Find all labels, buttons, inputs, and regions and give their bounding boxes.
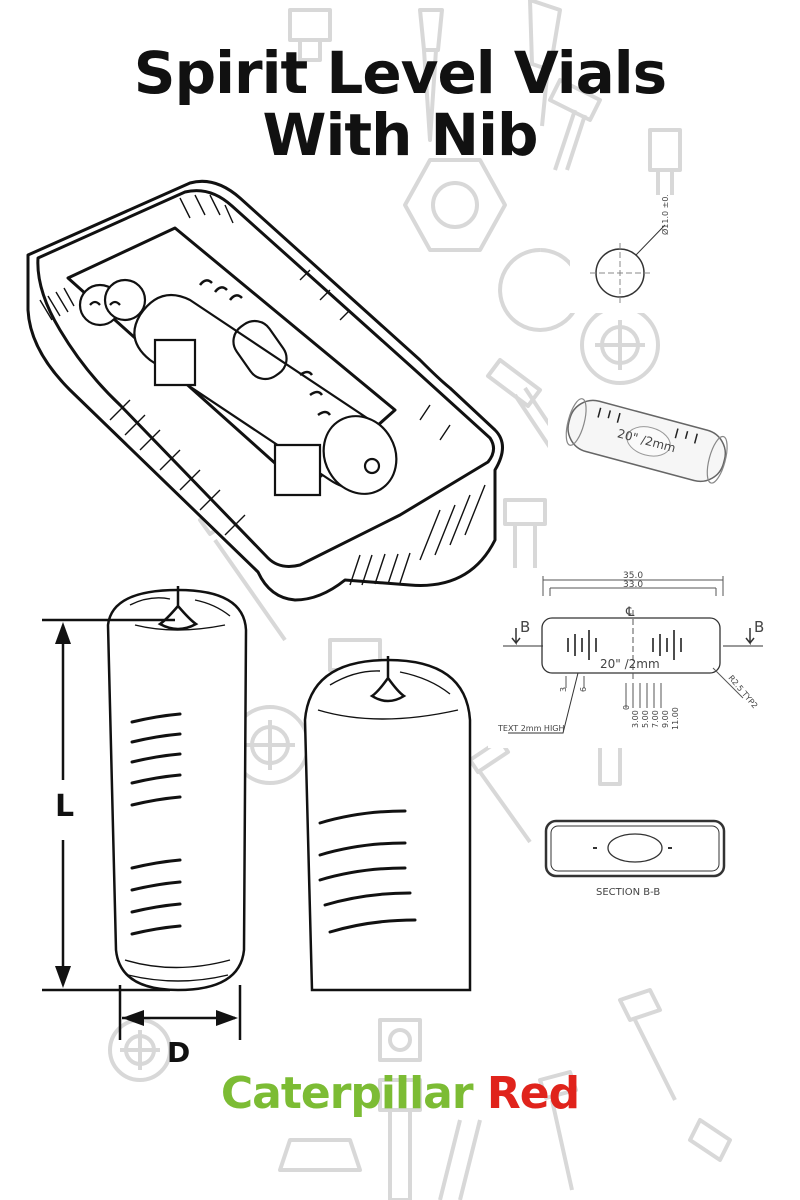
- inner-length-label: 33.0: [623, 580, 643, 590]
- graduation-9: 9.00: [661, 710, 670, 728]
- radius-note: R2.5 TYP2: [726, 674, 759, 711]
- overall-length-label: 35.0: [623, 571, 643, 581]
- brand-part-red: Red: [486, 1068, 580, 1119]
- graduation-5: 5.00: [641, 710, 650, 728]
- screw-icon: [198, 498, 287, 642]
- title-line-2: With Nib: [262, 101, 538, 169]
- title-line-1: Spirit Level Vials: [133, 39, 667, 107]
- circle-end-view-panel: Ø11.0 ±0.5: [570, 189, 710, 313]
- drawing-vial-text: 20" /2mm: [600, 657, 660, 671]
- screw-icon: [468, 738, 532, 844]
- dimension-6: 6: [579, 687, 588, 692]
- bolt-icon: [378, 1078, 422, 1200]
- hex-nut-icon: [403, 158, 507, 252]
- clear-vial-photo-panel: 20" /2mm: [548, 392, 738, 494]
- screw-icon: [618, 988, 677, 1101]
- text-height-note: TEXT 2mm HIGH: [497, 724, 565, 733]
- bolt-icon: [328, 638, 382, 762]
- section-view-panel: SECTION B-B: [538, 815, 733, 903]
- screw-icon: [538, 1070, 578, 1191]
- centerline-symbol: ℄: [625, 605, 635, 620]
- screw-icon: [288, 8, 332, 62]
- screw-icon: [548, 78, 602, 171]
- brand-part-green: Caterpillar: [220, 1068, 474, 1119]
- brand-logo: Caterpillar Red: [0, 1068, 800, 1119]
- section-marker-left: B: [520, 618, 530, 636]
- screw-icon: [528, 0, 562, 127]
- bolt-icon: [503, 498, 547, 576]
- graduation-0: 0: [622, 705, 631, 710]
- graduation-11: 11.00: [671, 707, 680, 730]
- section-label: SECTION B-B: [596, 887, 660, 898]
- section-marker-right: B: [754, 618, 764, 636]
- graduation-3: 3.00: [631, 710, 640, 728]
- hex-nut-icon: [278, 1138, 362, 1172]
- page-title: Spirit Level Vials With Nib: [0, 42, 800, 166]
- washer-icon: [498, 248, 583, 332]
- dimension-3: 3: [559, 687, 568, 692]
- screw-icon: [418, 8, 444, 142]
- vial-technical-drawing-panel: 35.0 33.0 ℄ B B 20" /2mm R2.5 TYP2 3 6 0…: [488, 568, 778, 748]
- diameter-dimension: Ø11.0 ±0.5: [660, 195, 670, 235]
- graduation-7: 7.00: [651, 710, 660, 728]
